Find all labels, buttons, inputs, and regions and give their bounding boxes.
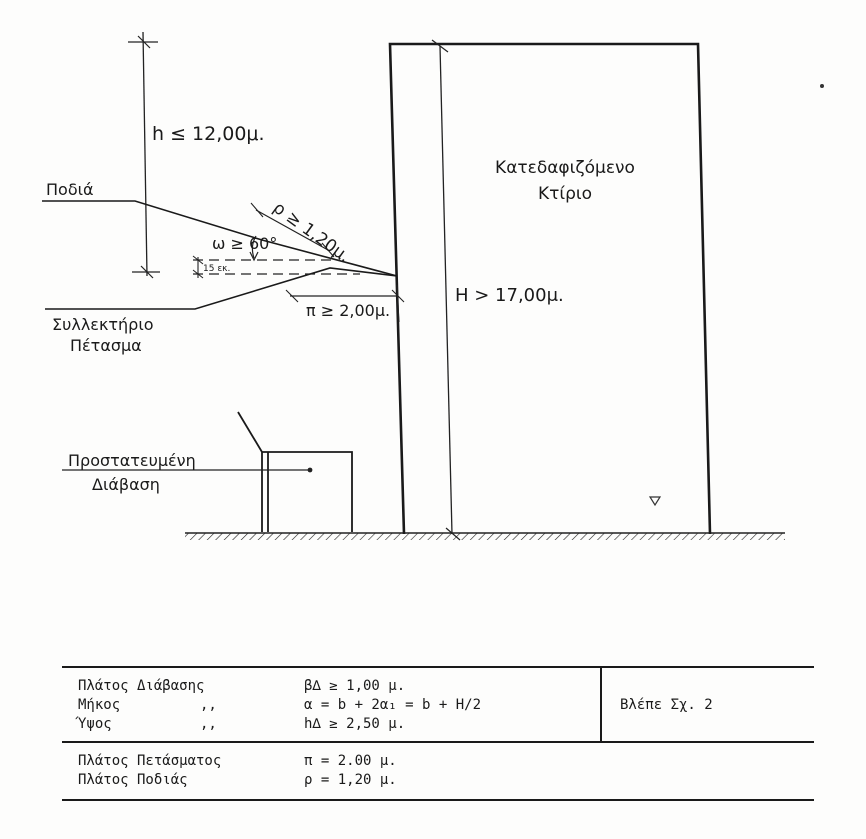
- building-title-line2: Κτίριο: [538, 184, 592, 204]
- angle-arc: [249, 235, 259, 262]
- apron-width-dimension: [250, 202, 335, 258]
- table-row4-formula: π = 2.00 μ.: [304, 753, 397, 769]
- table-reference: Βλέπε Σχ. 2: [620, 697, 713, 713]
- small-mark: [648, 84, 824, 507]
- collector-label-line2: Πέτασμα: [70, 336, 142, 355]
- table-row5-formula: ρ = 1,20 μ.: [304, 772, 397, 788]
- apron-line: [42, 200, 398, 277]
- collector-label-line1: Συλλεκτήριο: [52, 315, 154, 334]
- table-row2-ditto: ,,: [200, 697, 217, 713]
- apron-label: Ποδιά: [46, 180, 94, 199]
- height-limit-dimension: [128, 31, 160, 279]
- apron-width-label: ρ ≥ 1,20μ.: [269, 198, 354, 267]
- screen-width-dimension: [285, 284, 405, 323]
- screen-width-label: π ≥ 2,00μ.: [306, 301, 390, 320]
- passage-label-line2: Διάβαση: [92, 475, 160, 494]
- table-row5-label: Πλάτος Ποδιάς: [78, 772, 188, 788]
- dashed-reference-lines: [192, 255, 360, 279]
- building-title-line1: Κατεδαφιζόμενο: [495, 158, 635, 178]
- table-row3-label: Ύψος: [75, 716, 112, 732]
- table-row2-formula: α = b + 2α₁ = b + H/2: [304, 697, 481, 713]
- building-height-dimension: [431, 39, 461, 541]
- collector-screen-line: [45, 267, 398, 310]
- table-row3-ditto: ,,: [200, 716, 217, 732]
- passage-label-line1: Προστατευμένη: [68, 451, 196, 470]
- table-row1-label: Πλάτος Διάβασης: [78, 678, 204, 694]
- table-row4-label: Πλάτος Πετάσματος: [78, 753, 221, 769]
- height-limit-label: h ≤ 12,00μ.: [152, 123, 265, 145]
- ground-line: [185, 532, 785, 540]
- table-row2-label: Μήκος: [78, 697, 120, 713]
- specs-table: [62, 666, 814, 801]
- offset-label: 15 εκ.: [203, 264, 230, 274]
- building-height-label: H > 17,00μ.: [455, 285, 564, 306]
- table-row1-formula: β∆ ≥ 1,00 μ.: [304, 678, 405, 694]
- table-row3-formula: h∆ ≥ 2,50 μ.: [304, 716, 405, 732]
- protected-passage: [62, 411, 353, 532]
- angle-label: ω ≥ 60°: [212, 234, 277, 253]
